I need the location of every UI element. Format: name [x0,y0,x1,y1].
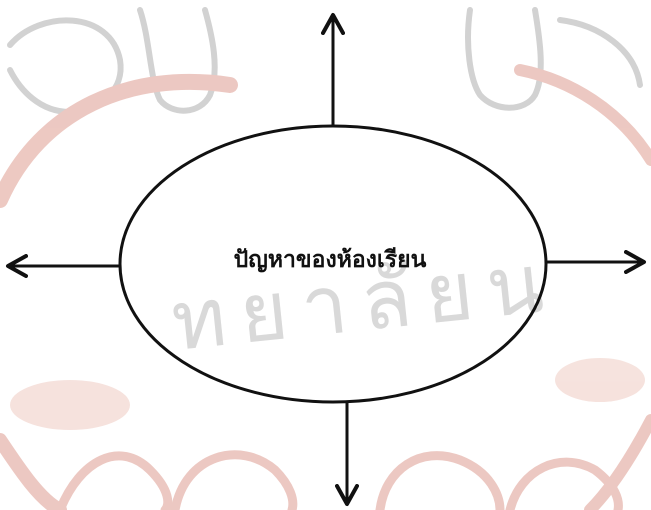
seal-ring [0,64,651,510]
seal-tint-watermark [10,358,645,430]
university-seal-watermark [0,7,651,510]
lotus-petals-watermark [55,450,623,510]
central-topic-label: ปัญหาของห้องเรียน [233,247,427,273]
